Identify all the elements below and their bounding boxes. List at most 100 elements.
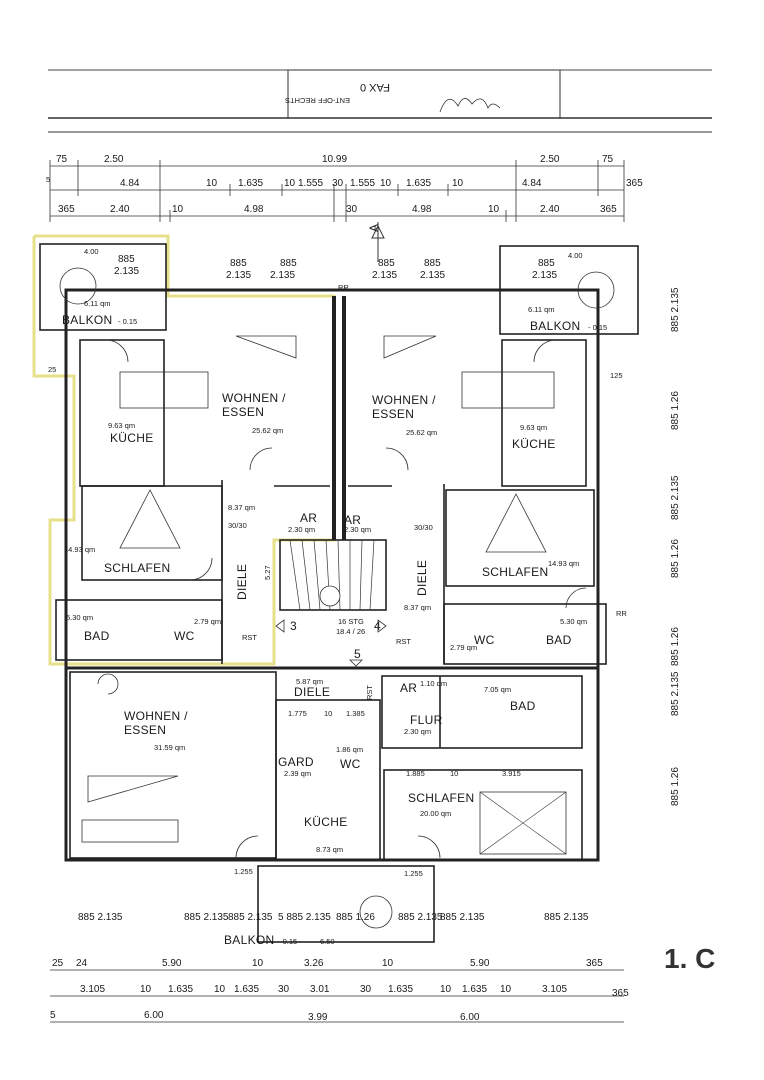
svg-text:5.87 qm: 5.87 qm [296, 677, 323, 686]
dim-top2-10a: 10 [206, 178, 218, 189]
dim-top2-10c: 10 [380, 178, 392, 189]
svg-text:ESSEN: ESSEN [222, 405, 264, 419]
dim-top3-240-left: 2.40 [110, 204, 130, 215]
sheet-label: 1. C [664, 943, 715, 974]
balcony-tl-label: BALKON [62, 313, 113, 327]
svg-text:24: 24 [76, 958, 88, 969]
balcony-tr-label: BALKON [530, 319, 581, 333]
balcony-bottom-label: BALKON [224, 933, 275, 947]
svg-text:14.93 qm: 14.93 qm [64, 545, 95, 554]
svg-text:885 1.26: 885 1.26 [670, 767, 681, 806]
svg-text:5.90: 5.90 [470, 958, 490, 969]
svg-text:2.135: 2.135 [270, 270, 295, 281]
stair-marker-5: 5 [354, 647, 361, 661]
stair-marker-3: 3 [290, 619, 297, 633]
dim-top2-1635a: 1.635 [238, 178, 263, 189]
signature [439, 98, 501, 113]
svg-text:885 2.135: 885 2.135 [440, 912, 485, 923]
svg-text:2.30 qm: 2.30 qm [288, 525, 315, 534]
section-marker-a: A [367, 222, 385, 262]
room-ar-right: AR [344, 513, 361, 527]
dim-top3-30: 30 [346, 204, 358, 215]
svg-text:885: 885 [230, 258, 247, 269]
svg-text:10: 10 [324, 709, 332, 718]
dim-top3-10-right: 10 [488, 204, 500, 215]
svg-text:14.93 qm: 14.93 qm [548, 559, 579, 568]
svg-text:1.635: 1.635 [388, 984, 413, 995]
room-schlafen-right: SCHLAFEN [482, 565, 548, 579]
room-flur: FLUR [410, 713, 443, 727]
dim-top-75-right: 75 [602, 154, 614, 165]
room-wc-left: WC [174, 629, 195, 643]
svg-text:30/30: 30/30 [228, 521, 247, 530]
svg-text:6.11 qm: 6.11 qm [528, 305, 555, 314]
room-bad-left: BAD [84, 629, 110, 643]
svg-text:4.00: 4.00 [568, 251, 583, 260]
dim-top2-5: 5 [46, 175, 50, 184]
svg-text:10: 10 [252, 958, 264, 969]
room-schlafen-left: SCHLAFEN [104, 561, 170, 575]
svg-text:885: 885 [424, 258, 441, 269]
svg-text:25.62 qm: 25.62 qm [252, 426, 283, 435]
room-kueche-left: KÜCHE [110, 431, 154, 445]
svg-text:2.135: 2.135 [420, 270, 445, 281]
svg-text:3.99: 3.99 [308, 1012, 328, 1023]
dim-top2-10b: 10 [284, 178, 296, 189]
room-wc-right: WC [474, 633, 495, 647]
staircase: 16 STG 18.4 / 26 3 4 5 [275, 539, 387, 667]
svg-text:5.90: 5.90 [162, 958, 182, 969]
svg-text:885: 885 [538, 258, 555, 269]
svg-text:8.73 qm: 8.73 qm [316, 845, 343, 854]
svg-text:6.50: 6.50 [320, 937, 335, 946]
dim-top2-1555b: 1.555 [350, 178, 375, 189]
fax-header: FAX 0 ENT-OFF RECHTS [48, 69, 712, 133]
svg-text:1.885: 1.885 [406, 769, 425, 778]
svg-text:10: 10 [382, 958, 394, 969]
svg-text:885 1.26: 885 1.26 [670, 539, 681, 578]
svg-text:2.135: 2.135 [114, 266, 139, 277]
svg-text:6.11 qm: 6.11 qm [84, 299, 111, 308]
svg-text:5.30 qm: 5.30 qm [66, 613, 93, 622]
dim-top-250-left: 2.50 [104, 154, 124, 165]
svg-text:RST: RST [365, 685, 374, 700]
room-wohnen-left: WOHNEN / [222, 391, 286, 405]
dim-top2-1635b: 1.635 [406, 178, 431, 189]
svg-text:2.135: 2.135 [226, 270, 251, 281]
dim-top3-240-right: 2.40 [540, 204, 560, 215]
stamp-text: ENT-OFF RECHTS [285, 96, 350, 105]
dim-top2-10d: 10 [452, 178, 464, 189]
room-kueche-right: KÜCHE [512, 437, 556, 451]
svg-text:2.39 qm: 2.39 qm [284, 769, 311, 778]
dim-top3-365-right: 365 [600, 204, 617, 215]
fax-number: FAX 0 [360, 81, 390, 93]
bottom-dimensions: 25 24 5.90 10 3.26 10 5.90 365 3.105 10 … [50, 958, 629, 1023]
svg-text:365: 365 [612, 988, 629, 999]
svg-text:10: 10 [450, 769, 458, 778]
svg-text:365: 365 [586, 958, 603, 969]
svg-text:125: 125 [610, 371, 623, 380]
svg-text:1.86 qm: 1.86 qm [336, 745, 363, 754]
room-bad-right: BAD [546, 633, 572, 647]
rst-right: RST [396, 637, 411, 646]
stair-marker-4: 4 [374, 619, 381, 633]
svg-text:1.10 qm: 1.10 qm [420, 679, 447, 688]
svg-text:10: 10 [140, 984, 152, 995]
dim-top2-1555a: 1.555 [298, 178, 323, 189]
dim-top2-484-right: 4.84 [522, 178, 542, 189]
svg-text:3.01: 3.01 [310, 984, 330, 995]
svg-text:- 0.15: - 0.15 [588, 323, 607, 332]
svg-text:885 2.135: 885 2.135 [78, 912, 123, 923]
svg-text:ESSEN: ESSEN [372, 407, 414, 421]
apartment-upper-left: WOHNEN / ESSEN 25.62 qm KÜCHE 9.63 qm SC… [55, 335, 330, 664]
room-wohnen-lower: WOHNEN / [124, 709, 188, 723]
top-dimensions: 75 2.50 10.99 2.50 75 5 4.84 10 1.635 10… [46, 154, 643, 222]
svg-text:9.63 qm: 9.63 qm [108, 421, 135, 430]
svg-text:25: 25 [48, 365, 56, 374]
dim-top-75-left: 75 [56, 154, 68, 165]
svg-text:885 1.26: 885 1.26 [336, 912, 375, 923]
svg-text:885 2.135: 885 2.135 [544, 912, 589, 923]
svg-text:885 2.135: 885 2.135 [398, 912, 443, 923]
dim-top-250-right: 2.50 [540, 154, 560, 165]
svg-text:3.915: 3.915 [502, 769, 521, 778]
